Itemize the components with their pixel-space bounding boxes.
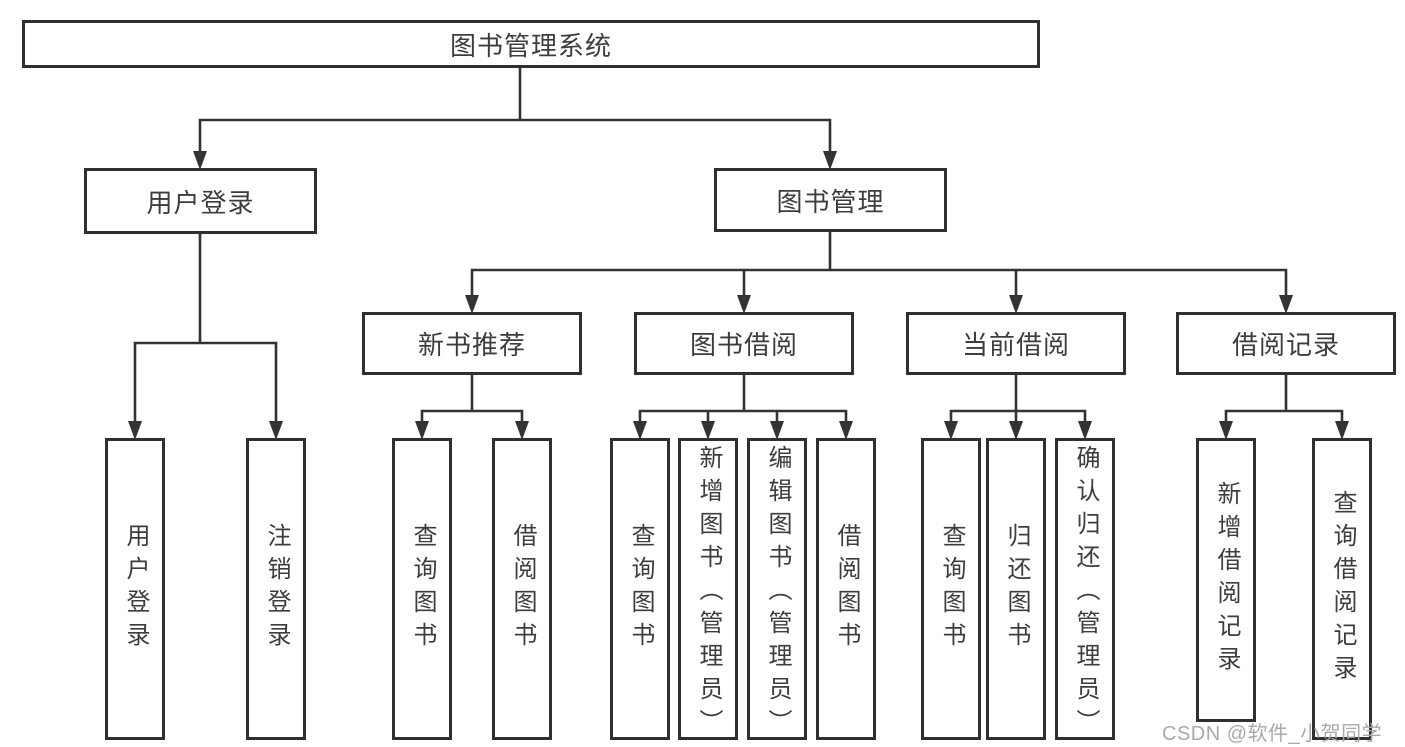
leaf-user-login: 用户登录 — [105, 438, 165, 740]
connector-paths — [133, 66, 1344, 425]
arrow-down-icon — [701, 421, 715, 440]
leaf-return-books: 归还图书 — [986, 438, 1046, 740]
leaf-query-borrow-record: 查询借阅记录 — [1312, 438, 1372, 740]
arrow-down-icon — [128, 421, 142, 440]
arrow-down-icon — [193, 151, 207, 170]
arrow-down-icon — [1335, 421, 1349, 440]
arrow-down-icon — [737, 295, 751, 314]
node-current-borrowing: 当前借阅 — [906, 312, 1126, 375]
arrow-down-icon — [944, 421, 958, 440]
leaf-query-books-current: 查询图书 — [921, 438, 981, 740]
leaf-add-borrow-record: 新增借阅记录 — [1196, 438, 1256, 722]
arrow-down-icon — [633, 421, 647, 440]
leaf-query-books-recommend: 查询图书 — [392, 438, 452, 740]
node-user-login: 用户登录 — [84, 168, 317, 234]
leaf-confirm-return-admin: 确认归还（管理员） — [1055, 438, 1115, 742]
node-book-borrowing: 图书借阅 — [634, 312, 854, 375]
node-library-management-system: 图书管理系统 — [22, 20, 1040, 68]
leaf-add-books-admin: 新增图书（管理员） — [678, 438, 738, 742]
arrow-down-icon — [839, 421, 853, 440]
leaf-query-books-borrowing: 查询图书 — [610, 438, 670, 740]
leaf-borrow-books-recommend: 借阅图书 — [492, 438, 552, 740]
leaf-logout: 注销登录 — [246, 438, 306, 740]
arrowheads — [128, 151, 1349, 440]
csdn-watermark: CSDN @软件_小贺同学 — [1162, 723, 1383, 745]
node-borrowing-records: 借阅记录 — [1176, 312, 1396, 375]
arrow-down-icon — [1078, 421, 1092, 440]
node-book-management: 图书管理 — [714, 168, 947, 232]
node-new-book-recommendation: 新书推荐 — [362, 312, 582, 375]
arrow-down-icon — [1009, 295, 1023, 314]
arrow-down-icon — [269, 421, 283, 440]
leaf-edit-books-admin: 编辑图书（管理员） — [747, 438, 807, 742]
arrow-down-icon — [465, 295, 479, 314]
arrow-down-icon — [1009, 421, 1023, 440]
arrow-down-icon — [1219, 421, 1233, 440]
arrow-down-icon — [823, 151, 837, 170]
leaf-borrow-books-borrowing: 借阅图书 — [816, 438, 876, 740]
arrow-down-icon — [515, 421, 529, 440]
arrow-down-icon — [770, 421, 784, 440]
arrow-down-icon — [1279, 295, 1293, 314]
arrow-down-icon — [415, 421, 429, 440]
